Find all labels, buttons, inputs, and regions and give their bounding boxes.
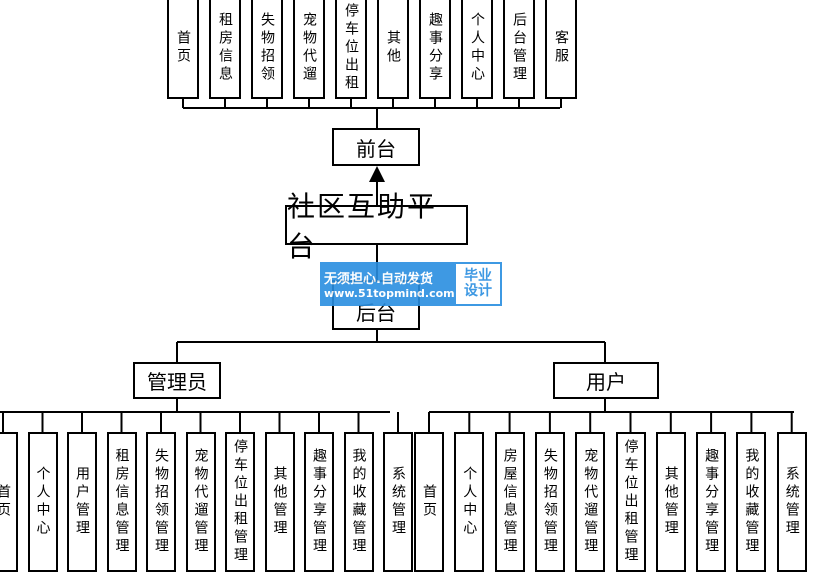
user-module-label: 我的收藏管理	[743, 448, 760, 556]
user-module-box: 其他管理	[655, 432, 686, 572]
front-module-label: 客服	[553, 29, 569, 66]
user-module-label: 个人中心	[461, 466, 478, 538]
user-module-box: 首页	[414, 432, 444, 572]
admin-module-box: 停车位出租管理	[225, 432, 255, 572]
user-module-box: 系统管理	[776, 432, 807, 572]
front-module-box: 其他	[377, 0, 409, 99]
watermark-badge-line2: 设计	[464, 283, 492, 299]
user-module-box: 宠物代遛管理	[575, 432, 606, 572]
user-label: 用户	[586, 370, 626, 394]
front-module-box: 趣事分享	[419, 0, 451, 99]
user-module-label: 趣事分享管理	[703, 448, 720, 556]
admin-module-box: 个人中心	[27, 432, 58, 572]
front-module-label: 后台管理	[511, 11, 527, 84]
admin-module-label: 停车位出租管理	[232, 439, 248, 565]
admin-module-label: 用户管理	[74, 466, 90, 538]
user-module-label: 系统管理	[783, 466, 800, 538]
watermark-text: 无须担心.自动发货 www.51topmind.com	[320, 262, 455, 306]
admin-module-label: 我的收藏管理	[350, 448, 367, 556]
front-label: 前台	[356, 136, 396, 161]
front-module-label: 首页	[175, 29, 191, 66]
front-module-label: 趣事分享	[427, 11, 443, 84]
front-module-box: 失物招领	[251, 0, 283, 99]
front-module-label: 个人中心	[469, 11, 485, 84]
admin-module-box: 首页	[0, 432, 18, 572]
admin-module-label: 系统管理	[390, 466, 406, 538]
admin-module-box: 趣事分享管理	[304, 432, 334, 572]
admin-module-box: 我的收藏管理	[343, 432, 374, 572]
admin-module-label: 租房信息管理	[113, 448, 130, 556]
watermark-badge-line1: 毕业	[464, 267, 492, 284]
user-module-label: 房屋信息管理	[501, 448, 518, 556]
admin-module-label: 其他管理	[271, 466, 288, 538]
user-module-box: 失物招领管理	[534, 432, 565, 572]
watermark-badge: 毕业 设计	[456, 264, 500, 304]
admin-module-box: 宠物代遛管理	[185, 432, 216, 572]
front-module-box: 租房信息	[209, 0, 241, 99]
platform-title-node: 社区互助平台	[285, 190, 468, 263]
watermark-line2: www.51topmind.com	[324, 287, 455, 300]
admin-module-box: 用户管理	[67, 432, 97, 572]
user-module-box: 房屋信息管理	[494, 432, 525, 572]
user-module-box: 趣事分享管理	[696, 432, 727, 572]
watermark: 无须担心.自动发货 www.51topmind.com 毕业 设计	[320, 262, 502, 306]
user-node: 用户	[553, 362, 659, 399]
admin-module-box: 系统管理	[383, 432, 413, 572]
user-module-box: 我的收藏管理	[736, 432, 767, 572]
user-module-label: 失物招领管理	[541, 448, 558, 556]
admin-module-label: 宠物代遛管理	[192, 448, 209, 556]
user-module-box: 停车位出租管理	[615, 432, 646, 572]
admin-module-label: 失物招领管理	[153, 448, 169, 556]
front-module-label: 租房信息	[217, 11, 233, 84]
admin-module-box: 租房信息管理	[106, 432, 137, 572]
platform-title: 社区互助平台	[287, 190, 438, 263]
front-module-box: 客服	[545, 0, 577, 99]
front-module-label: 失物招领	[259, 11, 275, 84]
front-module-box: 后台管理	[503, 0, 535, 99]
admin-label: 管理员	[147, 370, 207, 394]
front-node: 前台	[332, 128, 420, 166]
watermark-line1: 无须担心.自动发货	[324, 272, 433, 287]
front-module-box: 停车位出租	[335, 0, 367, 99]
user-module-label: 其他管理	[662, 466, 679, 538]
admin-module-box: 其他管理	[264, 432, 295, 572]
admin-module-label: 首页	[0, 484, 11, 520]
front-module-box: 首页	[167, 0, 199, 99]
front-module-box: 宠物代遛	[293, 0, 325, 99]
front-module-label: 宠物代遛	[301, 11, 317, 84]
user-module-label: 宠物代遛管理	[582, 448, 599, 556]
user-module-label: 停车位出租管理	[622, 439, 639, 565]
user-module-box: 个人中心	[454, 432, 485, 572]
admin-module-label: 个人中心	[34, 466, 51, 538]
admin-module-box: 失物招领管理	[146, 432, 176, 572]
admin-node: 管理员	[133, 362, 221, 399]
front-module-box: 个人中心	[461, 0, 493, 99]
front-module-label: 停车位出租	[343, 2, 359, 93]
front-module-label: 其他	[385, 29, 401, 66]
admin-module-label: 趣事分享管理	[311, 448, 327, 556]
user-module-label: 首页	[421, 484, 437, 520]
